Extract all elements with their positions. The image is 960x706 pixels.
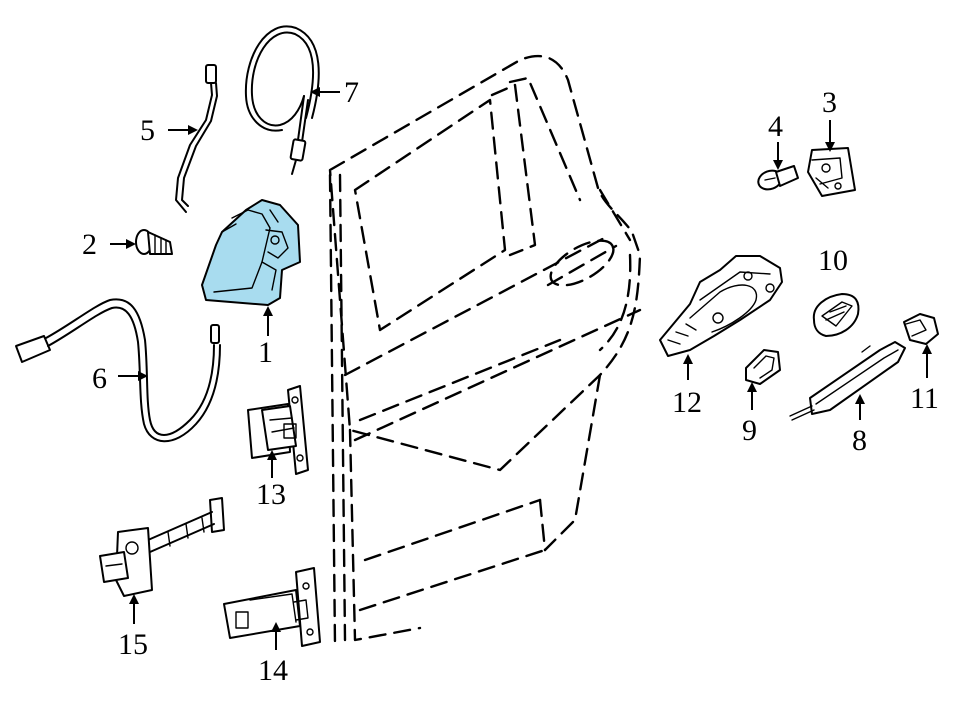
callout-9: 9 [742, 414, 757, 447]
callout-15: 15 [118, 628, 148, 661]
lock-cylinder-cap-part [745, 349, 781, 385]
callout-10: 10 [818, 244, 848, 277]
callout-12: 12 [672, 386, 702, 419]
door-cable-part [15, 298, 221, 443]
bolt-part [135, 229, 173, 255]
callout-labels: 1 2 3 4 5 6 7 8 9 10 11 12 13 14 15 [82, 76, 939, 687]
callout-7: 7 [344, 76, 359, 109]
callout-6: 6 [92, 362, 107, 395]
rear-door-outline [328, 54, 642, 647]
callout-5: 5 [140, 114, 155, 147]
door-latch-part [201, 199, 301, 306]
callout-4: 4 [768, 110, 783, 143]
callout-3: 3 [822, 86, 837, 119]
callout-2: 2 [82, 228, 97, 261]
handle-cable-part [244, 25, 320, 175]
handle-bezel-part [812, 293, 860, 337]
callout-8: 8 [852, 424, 867, 457]
door-check-part [99, 497, 225, 597]
outside-handle-part [789, 341, 906, 421]
callout-1: 1 [258, 336, 273, 369]
upper-hinge-part [247, 385, 309, 475]
striker-part [807, 147, 856, 197]
handle-end-cap-part [903, 313, 939, 345]
lock-rod-part [175, 64, 218, 213]
screw-part [757, 165, 799, 191]
handle-bracket-part [659, 255, 783, 357]
lower-hinge-part [223, 567, 321, 647]
latch-highlight [201, 199, 301, 306]
callout-14: 14 [258, 654, 288, 687]
callout-11: 11 [910, 382, 939, 415]
callout-13: 13 [256, 478, 286, 511]
leader-arrows [110, 87, 932, 650]
